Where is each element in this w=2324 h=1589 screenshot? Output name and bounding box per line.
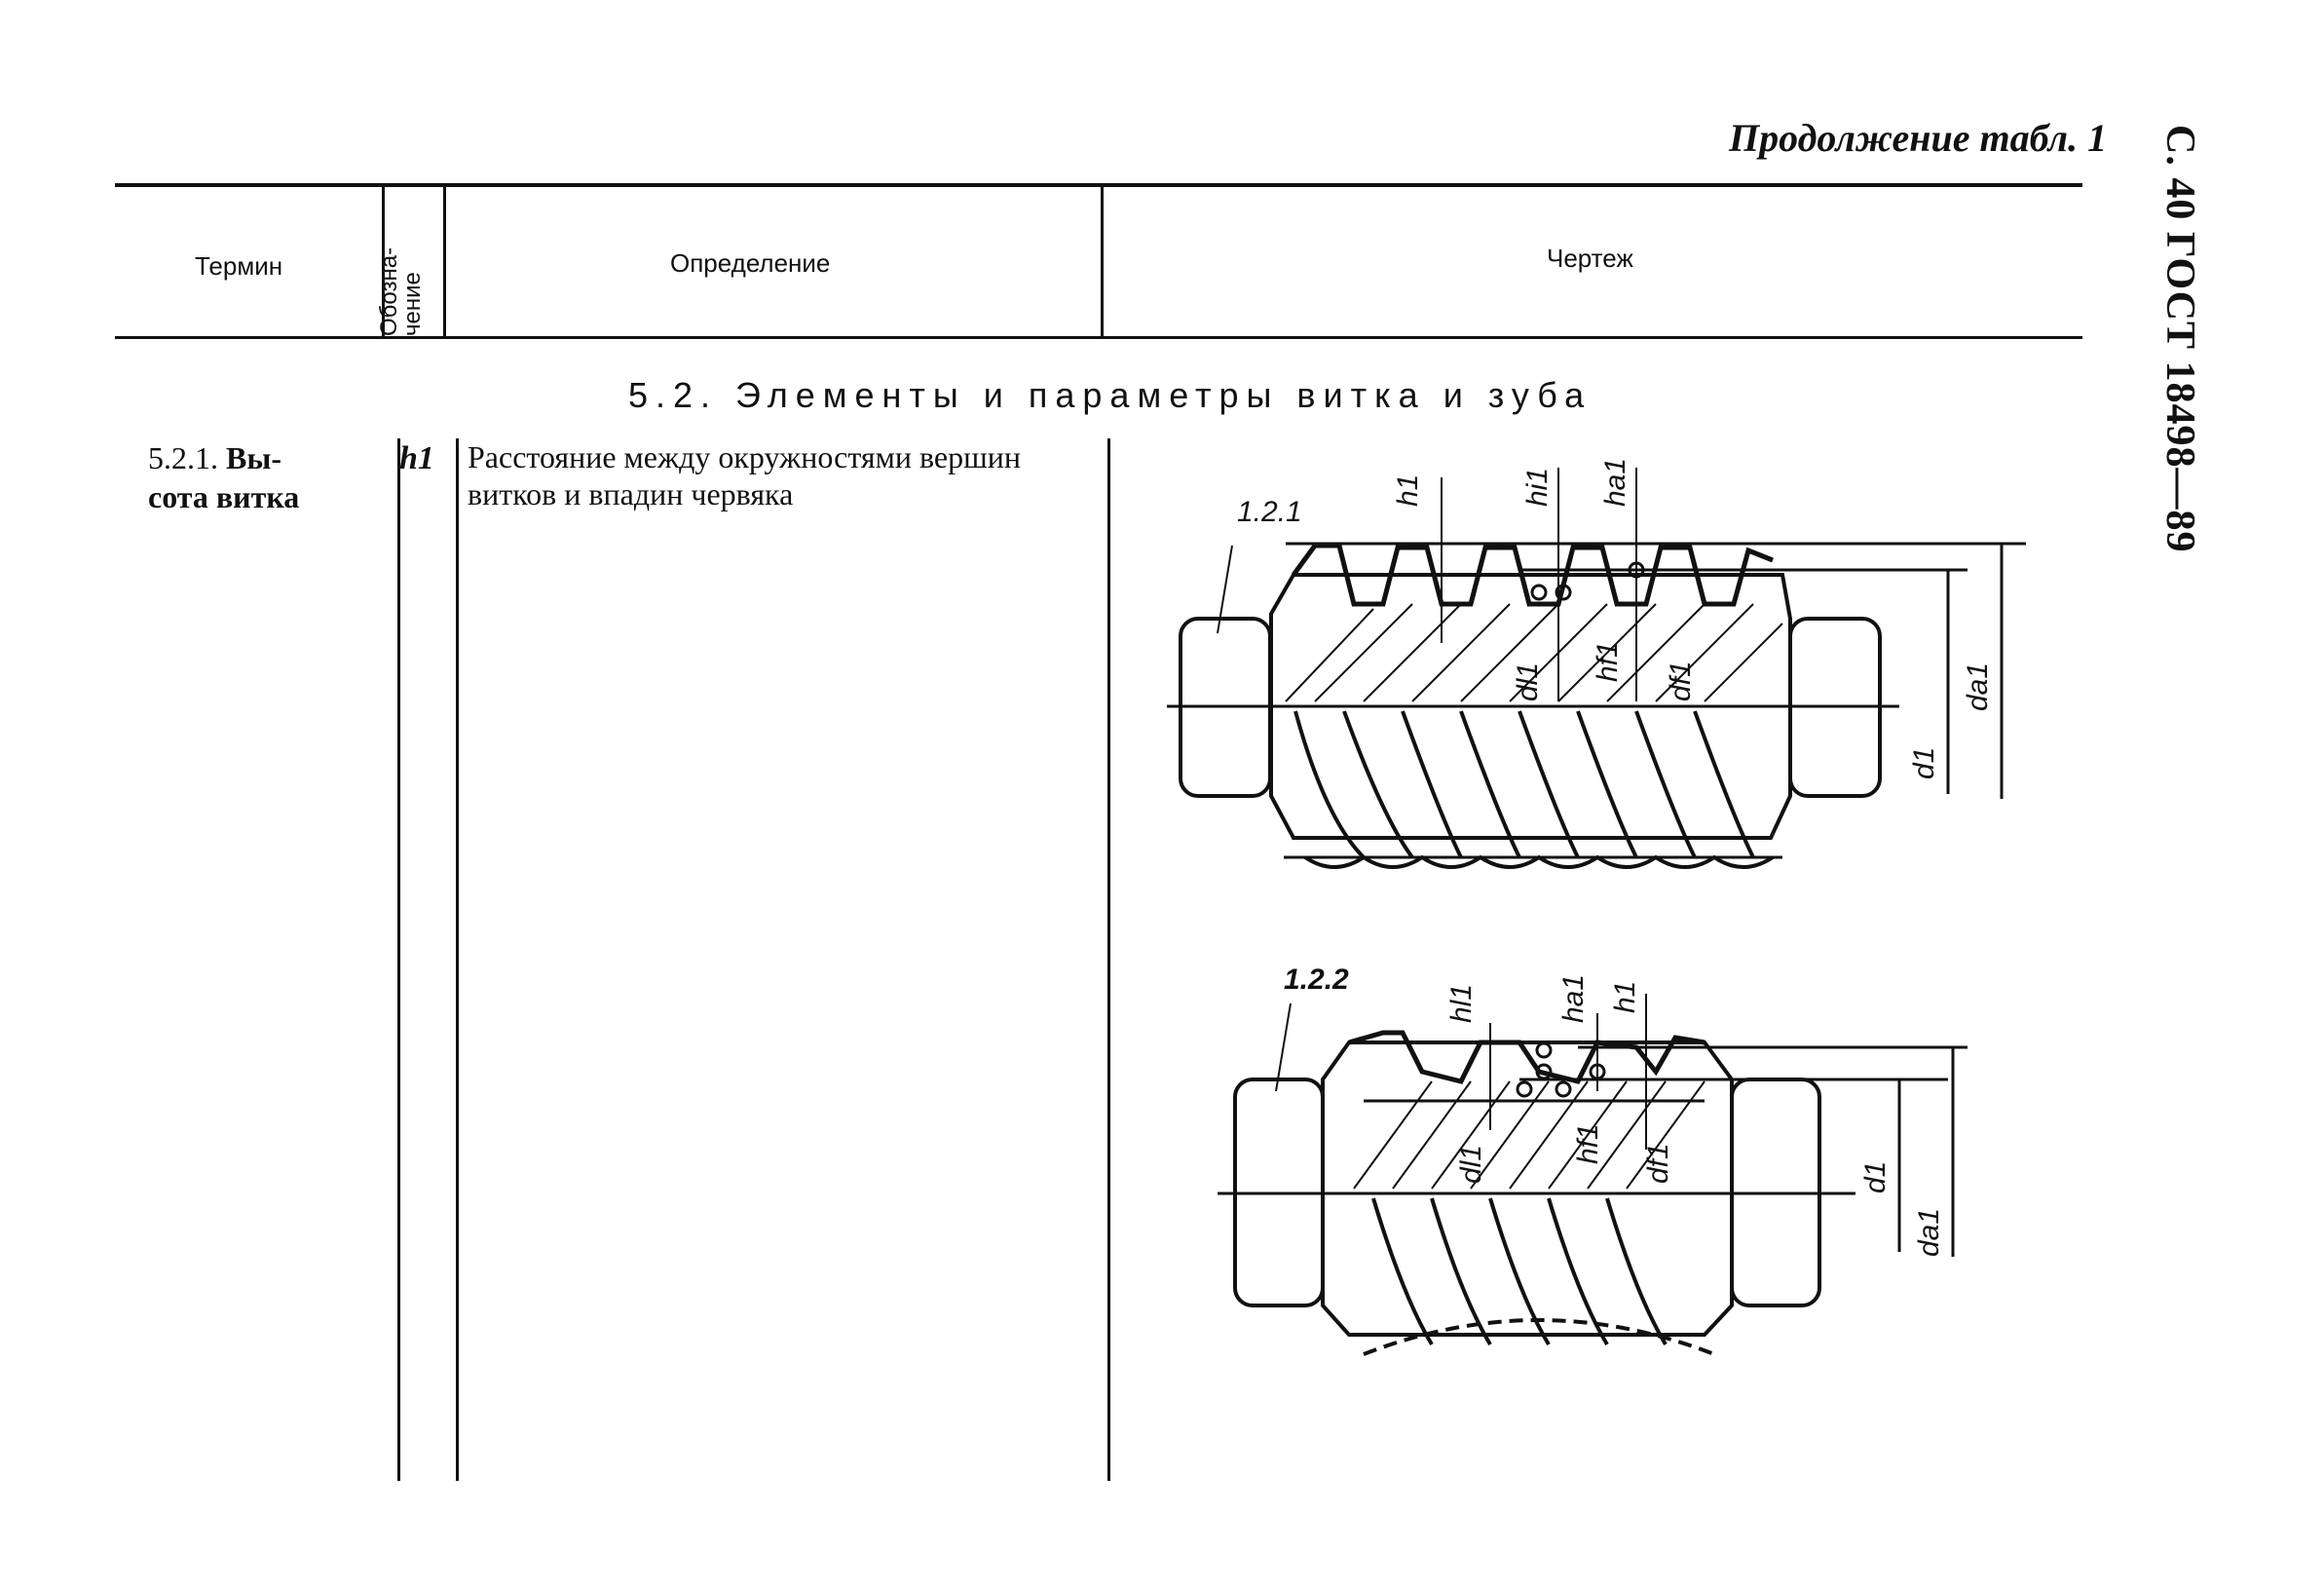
- header-definition: Определение: [670, 248, 831, 278]
- helix-lines-2: [1363, 1197, 1715, 1356]
- worm-body-1: [1269, 573, 1792, 840]
- table-header-rule: [115, 336, 2082, 339]
- drawing-2-labels: 1.2.2 hl1 ha1 h1 dl1 hf1 df1 d1 da1: [1284, 964, 1945, 1257]
- label-d1: d1: [1908, 747, 1940, 779]
- label-d1-2: d1: [1859, 1161, 1892, 1193]
- label-df1: df1: [1665, 661, 1697, 701]
- row-term-part2: сота витка: [148, 479, 300, 514]
- ref-leader-1: [1217, 545, 1233, 634]
- row-definition: Расстояние между окружностями вершин вит…: [468, 439, 1021, 511]
- label-hf1: hf1: [1592, 641, 1624, 682]
- label-df1-2: df1: [1642, 1143, 1674, 1184]
- section-title: 5.2. Элементы и параметры витка и зуба: [628, 375, 1593, 415]
- row-number: 5.2.1.: [148, 440, 218, 475]
- ref-label-1: 1.2.1: [1237, 496, 1302, 528]
- helix-lines-1: [1293, 710, 1775, 869]
- col-divider-2: [443, 183, 446, 336]
- worm-body-2: [1321, 1040, 1734, 1337]
- label-dl1: dl1: [1512, 662, 1544, 701]
- col-divider-1: [382, 183, 385, 336]
- label-hi1: hi1: [1521, 468, 1554, 507]
- continuation-label: Продолжение табл. 1: [1729, 116, 2108, 160]
- row-term-part1: Вы-: [226, 440, 281, 475]
- ref-label-2: 1.2.2: [1284, 964, 1349, 996]
- row-symbol: h1: [399, 440, 434, 476]
- label-ha1-2: ha1: [1557, 974, 1590, 1023]
- label-hf1-2: hf1: [1572, 1123, 1604, 1164]
- thread-profile-1: [1291, 543, 1774, 607]
- drawing-1-labels: 1.2.1 h1 hi1 ha1 hf1 dl1 df1 da1 d1: [1237, 458, 1994, 779]
- label-h1: h1: [1392, 474, 1424, 507]
- header-term: Термин: [195, 251, 283, 281]
- row-term: 5.2.1. Вы- сота витка: [148, 438, 299, 516]
- label-h1-2: h1: [1609, 981, 1641, 1013]
- hatching-2: [1353, 1080, 1706, 1190]
- col-divider-3: [1101, 183, 1104, 336]
- label-ha1: ha1: [1599, 458, 1631, 507]
- label-dl1-2: dl1: [1455, 1145, 1487, 1184]
- body-col-line-3: [1107, 438, 1110, 1481]
- label-hl1: hl1: [1445, 984, 1478, 1023]
- label-da1: da1: [1962, 662, 1994, 711]
- table-top-rule: [115, 183, 2082, 187]
- worm-drawing-2: [1218, 994, 1968, 1356]
- body-col-line-2: [456, 438, 459, 1481]
- body-col-line-1: [397, 438, 400, 1481]
- header-drawing: Чертеж: [1547, 244, 1633, 273]
- thread-profile-2: [1348, 1030, 1706, 1084]
- ref-leader-2: [1275, 1003, 1292, 1092]
- label-da1-2: da1: [1913, 1208, 1945, 1257]
- worm-drawing-1: [1167, 468, 2026, 869]
